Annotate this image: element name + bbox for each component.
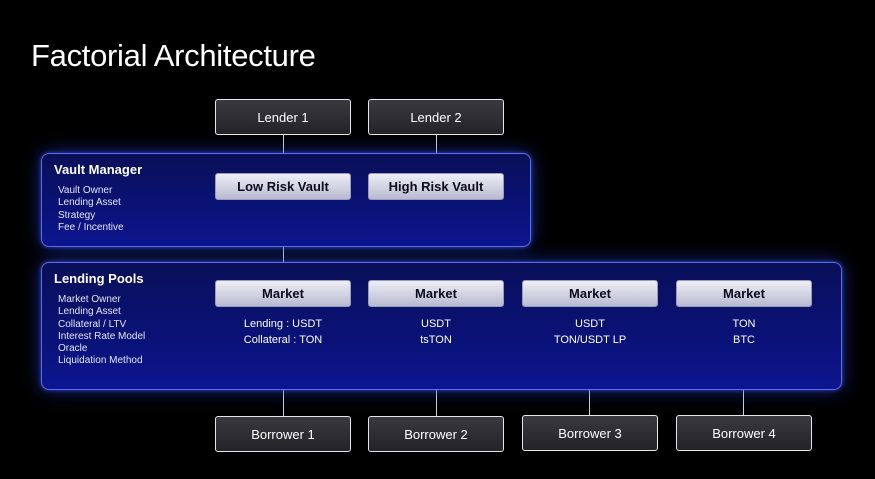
lender-2-node: Lender 2 (368, 99, 504, 135)
market-2-details: USDT tsTON (368, 317, 504, 348)
market-2-node: Market (368, 280, 504, 307)
vault-manager-title: Vault Manager (54, 162, 143, 177)
connector-pools-borrower2 (436, 390, 437, 416)
connector-pools-borrower3 (589, 390, 590, 416)
market-2-collateral: tsTON (420, 333, 452, 346)
vault-manager-panel: Vault Manager Vault Owner Lending Asset … (41, 153, 531, 247)
attribute-item: Lending Asset (58, 306, 121, 318)
market-1-details: Lending : USDT Collateral : TON (215, 317, 351, 348)
page-title: Factorial Architecture (31, 38, 316, 73)
low-risk-vault-node: Low Risk Vault (215, 173, 351, 200)
attribute-item: Market Owner (58, 294, 121, 305)
connector-vault-pools (283, 246, 284, 262)
connector-pools-borrower1 (283, 390, 284, 416)
lending-pools-title: Lending Pools (54, 271, 144, 286)
attribute-item: Oracle (58, 343, 88, 355)
attribute-item: Collateral / LTV (58, 318, 127, 330)
market-1-node: Market (215, 280, 351, 307)
market-3-collateral: TON/USDT LP (553, 333, 627, 346)
borrower-2-node: Borrower 2 (368, 416, 504, 452)
market-2-lending: USDT (421, 318, 451, 330)
connector-lender1-vault (283, 135, 284, 153)
lending-pools-attributes: Market Owner Lending Asset Collateral / … (58, 294, 145, 368)
market-4-lending: TON (732, 318, 756, 330)
high-risk-vault-node: High Risk Vault (368, 173, 504, 200)
attribute-item: Interest Rate Model (58, 330, 146, 342)
attribute-item: Fee / Incentive (58, 221, 124, 233)
market-4-node: Market (676, 280, 812, 307)
market-4-details: TON BTC (676, 317, 812, 348)
attribute-item: Vault Owner (58, 185, 113, 196)
market-1-collateral: Collateral : TON (243, 333, 323, 346)
market-3-lending: USDT (575, 318, 605, 330)
borrower-1-node: Borrower 1 (215, 416, 351, 452)
market-3-details: USDT TON/USDT LP (522, 317, 658, 348)
market-1-lending: Lending : USDT (243, 318, 323, 330)
connector-lender2-vault (436, 135, 437, 153)
market-3-node: Market (522, 280, 658, 307)
connector-pools-borrower4 (743, 390, 744, 416)
attribute-item: Liquidation Method (58, 355, 143, 367)
borrower-4-node: Borrower 4 (676, 415, 812, 451)
attribute-item: Strategy (58, 209, 96, 221)
lender-1-node: Lender 1 (215, 99, 351, 135)
vault-manager-attributes: Vault Owner Lending Asset Strategy Fee /… (58, 185, 124, 234)
market-4-collateral: BTC (733, 333, 755, 346)
borrower-3-node: Borrower 3 (522, 415, 658, 451)
attribute-item: Lending Asset (58, 197, 121, 209)
